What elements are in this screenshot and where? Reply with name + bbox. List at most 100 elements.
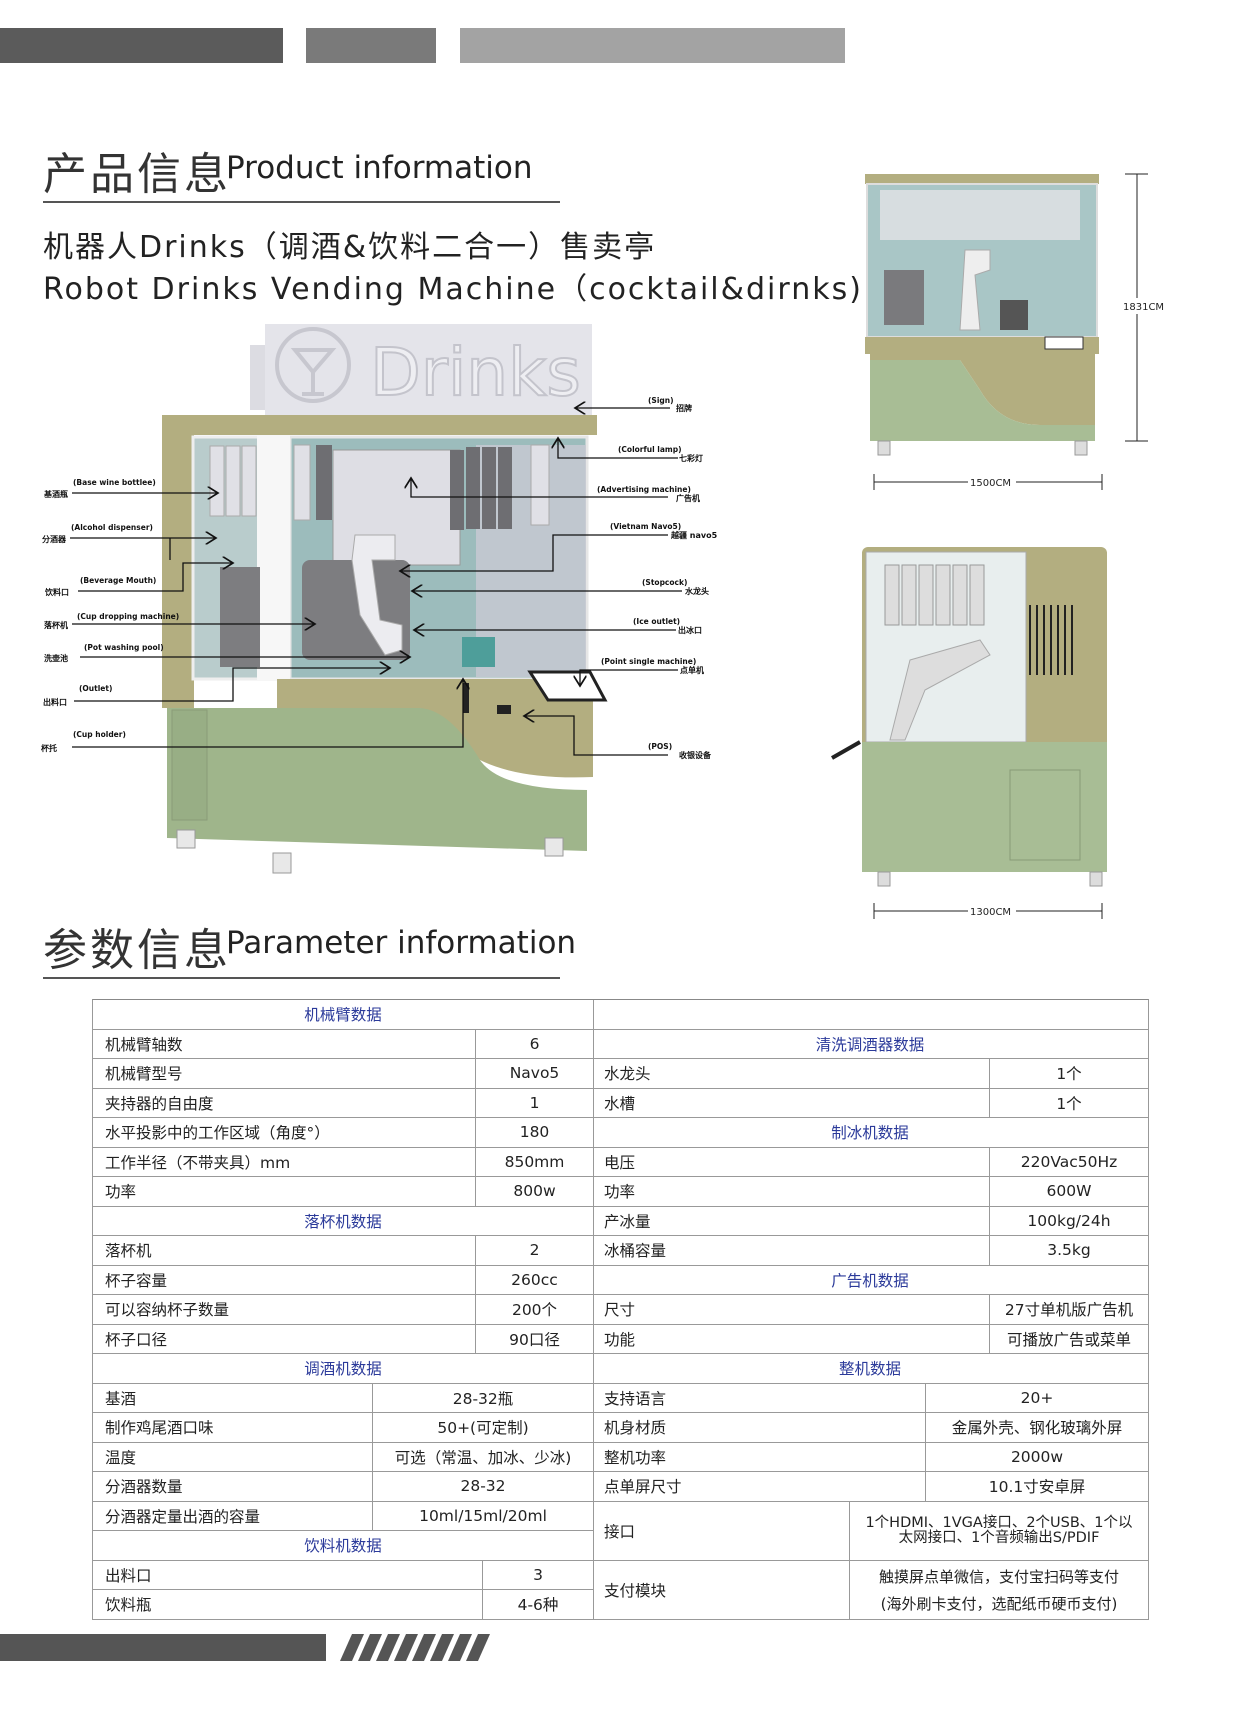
param-value: 28-32	[460, 1477, 506, 1496]
callout-cn: 水龙头	[684, 586, 709, 596]
callout-labels-right: (Sign) 招牌 (Colorful lamp) 七彩灯 (Advertisi…	[597, 396, 718, 760]
callout-cn: 基酒瓶	[43, 489, 68, 499]
height-dimension-label: 1831CM	[1123, 302, 1164, 313]
footer-stripe	[376, 1634, 400, 1661]
param-value: 260cc	[511, 1270, 558, 1289]
param-value: 20+	[1020, 1388, 1054, 1407]
param-value: 1个	[1056, 1065, 1082, 1084]
footer-stripe	[430, 1634, 454, 1661]
table-section-header	[592, 1000, 1148, 1030]
param-value: 180	[519, 1123, 550, 1142]
callout-en: (Sign)	[648, 396, 674, 405]
params-title-underline	[43, 977, 560, 979]
param-label: 分酒器定量出酒的容量	[93, 1501, 373, 1530]
callout-cn: 广告机	[676, 493, 700, 503]
section-title: 整机数据	[838, 1360, 901, 1379]
param-value: 可选（常温、加冰、少冰)	[394, 1448, 572, 1467]
param-value: 2000w	[1010, 1447, 1064, 1466]
callout-en: (Cup holder)	[73, 730, 126, 739]
product-title-underline	[43, 201, 560, 203]
param-value: 100kg/24h	[1027, 1211, 1111, 1230]
table-section-header: 制冰机数据	[592, 1118, 1148, 1148]
param-label: 落杯机	[93, 1236, 476, 1265]
sign-logo-text: Drinks	[370, 334, 581, 411]
callout-en: (Outlet)	[79, 684, 112, 693]
footer-stripe	[448, 1634, 472, 1661]
header-bar-mid	[306, 28, 436, 63]
callout-en: (Cup dropping machine)	[77, 612, 179, 621]
section-title: 制冰机数据	[831, 1124, 909, 1143]
table-section-header: 清洗调酒器数据	[592, 1030, 1148, 1059]
callout-labels-left: (Base wine bottlee) 基酒瓶 (Alcohol dispens…	[41, 478, 179, 753]
callout-en: (Pot washing pool)	[84, 643, 164, 652]
param-label: 制作鸡尾酒口味	[93, 1413, 373, 1442]
param-label: 尺寸	[592, 1295, 990, 1324]
param-label: 电压	[592, 1147, 990, 1176]
param-label: 工作半径（不带夹具）mm	[93, 1147, 476, 1176]
table-row: 整机功率 2000w	[592, 1442, 1148, 1472]
param-label: 可以容纳杯子数量	[93, 1295, 476, 1324]
param-value: 1个HDMI、1VGA接口、2个USB、1个以太网接口、1个音频输出S/PDIF	[865, 1514, 1133, 1546]
callout-cn: 落杯机	[44, 620, 68, 630]
param-value: 600W	[1046, 1182, 1092, 1201]
param-label: 整机功率	[592, 1442, 926, 1471]
param-value: 850mm	[504, 1152, 565, 1171]
param-value: 4-6种	[517, 1596, 559, 1615]
callout-cn: 分酒器	[42, 534, 67, 544]
callout-cn: 出料口	[43, 697, 67, 707]
param-value: 3	[533, 1565, 543, 1584]
param-label: 冰桶容量	[592, 1236, 990, 1265]
callout-cn: 饮料口	[44, 587, 69, 597]
param-value: 220Vac50Hz	[1020, 1152, 1118, 1171]
table-row: 支付模块触摸屏点单微信，支付宝扫码等支付(海外刷卡支付，选配纸币硬币支付)	[592, 1560, 1148, 1620]
callout-cn: 收银设备	[679, 750, 712, 760]
param-value: 10ml/15ml/20ml	[419, 1506, 547, 1525]
footer-stripe	[340, 1634, 364, 1661]
param-label: 接口	[592, 1501, 850, 1560]
footer-stripe	[394, 1634, 418, 1661]
params-title-en: Parameter information	[226, 925, 577, 961]
param-label: 夹持器的自由度	[93, 1088, 476, 1117]
param-label: 水平投影中的工作区域（角度°）	[93, 1118, 476, 1147]
table-row: 杯子口径 90口径	[93, 1324, 593, 1354]
param-label: 机械臂型号	[93, 1059, 476, 1088]
callout-en: (Stopcock)	[642, 578, 687, 587]
table-row: 分酒器定量出酒的容量 10ml/15ml/20ml	[93, 1501, 593, 1531]
param-value-line: 触摸屏点单微信，支付宝扫码等支付	[878, 1567, 1119, 1586]
param-value: 90口径	[509, 1330, 560, 1349]
table-section-header: 饮料机数据	[93, 1531, 593, 1561]
param-label: 基酒	[93, 1383, 373, 1412]
table-section-header: 落杯机数据	[93, 1207, 593, 1236]
main-machine-drawing: Drinks	[162, 324, 608, 874]
param-value: 可播放广告或菜单	[1006, 1330, 1131, 1349]
footer-stripe-bar	[0, 1634, 490, 1661]
callout-en: (Vietnam Navo5)	[610, 522, 681, 531]
table-row: 机身材质金属外壳、钢化玻璃外屏	[592, 1413, 1148, 1443]
param-value: 800w	[513, 1182, 556, 1201]
table-row: 电压 220Vac50Hz	[592, 1147, 1148, 1177]
section-title: 落杯机数据	[304, 1212, 382, 1231]
callout-en: (POS)	[648, 742, 672, 751]
callout-en: (Colorful lamp)	[618, 445, 682, 454]
table-section-header: 广告机数据	[592, 1266, 1148, 1295]
param-label: 功率	[592, 1177, 990, 1206]
footer-stripe	[466, 1634, 490, 1661]
params-title-cn: 参数信息	[43, 925, 231, 976]
param-value: 1个	[1056, 1094, 1082, 1113]
param-label: 杯子口径	[93, 1324, 476, 1353]
product-subtitle-en: Robot Drinks Vending Machine（cocktail&di…	[43, 272, 863, 307]
callout-cn: 招牌	[676, 403, 692, 413]
table-row: 水平投影中的工作区域（角度°） 180	[93, 1118, 593, 1148]
